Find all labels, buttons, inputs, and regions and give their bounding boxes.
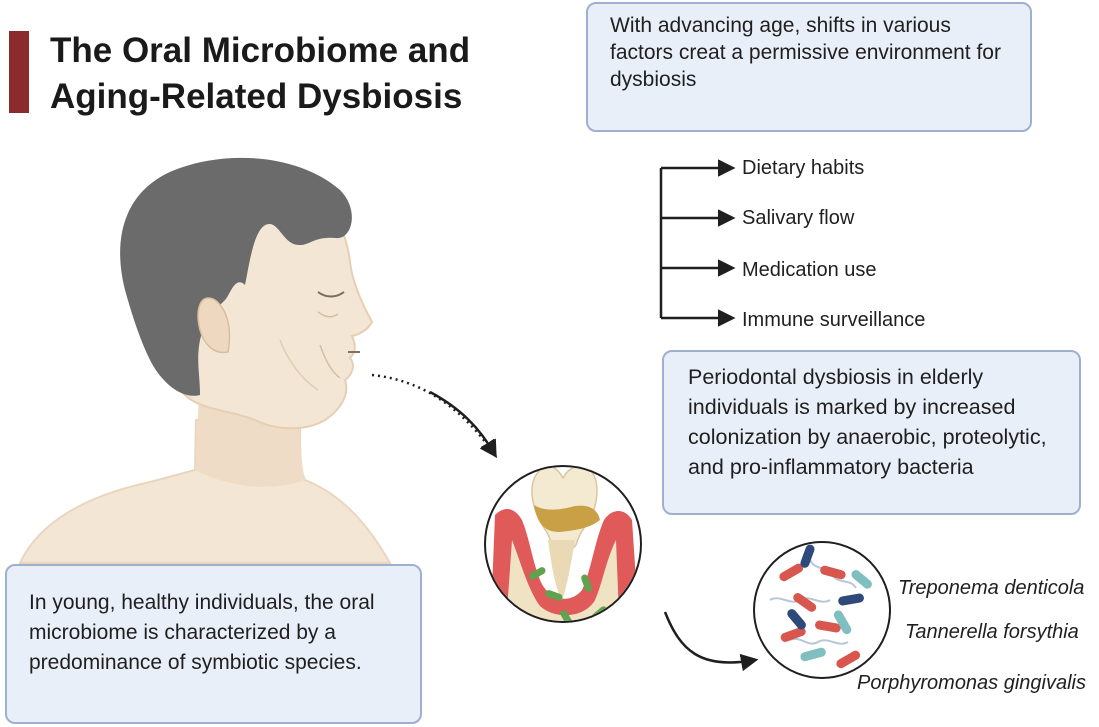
factor-salivary-flow: Salivary flow [742, 207, 855, 229]
hair-shape [120, 157, 352, 396]
aging-factors-box: With advancing age, shifts in various fa… [586, 2, 1032, 132]
tooth-root [548, 540, 575, 600]
red-bacterium [815, 620, 841, 633]
breath-arrow-solid [429, 390, 497, 459]
factor-immune-surveillance: Immune surveillance [742, 309, 926, 331]
young-healthy-box: In young, healthy individuals, the oral … [5, 564, 422, 724]
title-line-2: Aging-Related Dysbiosis [50, 77, 463, 116]
bacteria-cluster [753, 541, 891, 679]
red-bacterium [780, 627, 806, 642]
periodontal-dysbiosis-box: Periodontal dysbiosis in elderly individ… [662, 350, 1081, 515]
red-bacterium [836, 650, 861, 669]
title-accent-bar [9, 31, 29, 113]
wrinkle-2 [319, 344, 341, 379]
red-bacterium [793, 593, 817, 612]
teal-bacterium [833, 610, 852, 635]
pocket-bacterium [545, 590, 563, 601]
navy-bacterium [800, 544, 815, 568]
ear-shape [197, 297, 231, 354]
factor-medication-use: Medication use [742, 259, 877, 281]
tooth-cross-section [484, 465, 642, 623]
bacterium-label-tannerella: Tannerella forsythia [905, 621, 1079, 643]
pocket-bacterium [560, 609, 573, 621]
factor-bracket [659, 159, 736, 327]
pocket-bacterium [528, 567, 546, 580]
pocket-bacterium [581, 574, 592, 592]
periodontal-dysbiosis-text: Periodontal dysbiosis in elderly individ… [688, 365, 1047, 479]
young-healthy-text: In young, healthy individuals, the oral … [29, 591, 375, 674]
wrinkle-3 [279, 339, 319, 391]
elderly-person-illustration [18, 157, 392, 564]
tooth-to-bacteria-arrow [663, 611, 759, 672]
navy-bacterium [838, 593, 864, 606]
aging-factors-text: With advancing age, shifts in various fa… [610, 14, 1001, 91]
bacterium-label-treponema: Treponema denticola [898, 577, 1085, 599]
bacterium-label-porphyromonas: Porphyromonas gingivalis [857, 672, 1087, 694]
wrinkle-1 [317, 311, 339, 318]
red-bacterium [820, 565, 846, 580]
red-bacterium [779, 563, 804, 582]
tartar-deposit [534, 505, 600, 532]
eye-line [317, 291, 345, 298]
breath-arrow [371, 373, 498, 458]
teal-bacterium [800, 647, 826, 662]
figure-title: The Oral Microbiome and Aging-Related Dy… [50, 28, 570, 120]
bone-tissue [505, 540, 620, 621]
navy-bacterium [787, 609, 806, 630]
spirochete [789, 637, 849, 645]
title-line-1: The Oral Microbiome and [50, 31, 471, 70]
teal-bacterium [851, 570, 872, 589]
factor-dietary-habits: Dietary habits [742, 157, 865, 179]
